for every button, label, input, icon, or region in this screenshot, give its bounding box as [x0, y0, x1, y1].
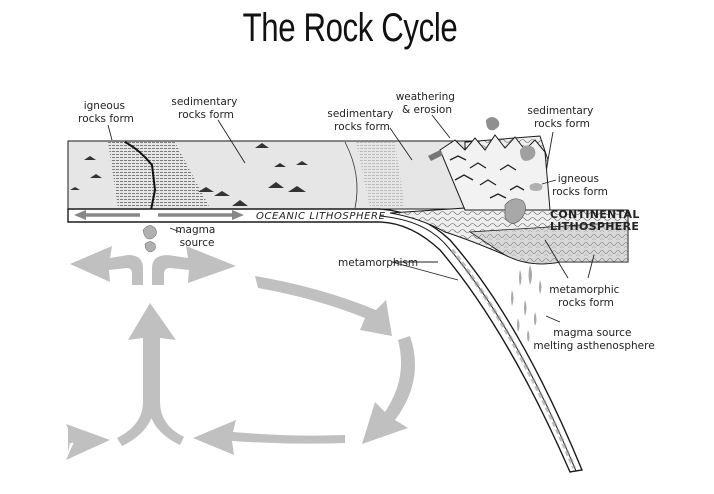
cycle-arrow-up: [128, 303, 176, 405]
label-sedimentary-right: sedimentary rocks form: [527, 105, 596, 130]
cycle-arrows: [66, 246, 415, 460]
labels: igneous rocks form sedimentary rocks for…: [78, 91, 654, 352]
oceanic-sediment-layer: [67, 140, 474, 216]
label-magma-source-left: magma source: [175, 224, 218, 249]
leader-lines: [107, 114, 595, 323]
label-igneous-left: igneous rocks form: [78, 100, 134, 125]
label-igneous-right: igneous rocks form: [552, 173, 608, 198]
cycle-arrow-bottom-split: [117, 400, 155, 446]
magma-source-left: [142, 225, 157, 253]
continental-lithosphere: [389, 117, 629, 265]
label-metamorphism: metamorphism: [338, 257, 418, 269]
label-sedimentary-mid: sedimentary rocks form: [327, 108, 396, 133]
label-continental-lithosphere: CONTINENTAL LITHOSPHERE: [550, 208, 644, 233]
label-oceanic-lithosphere: OCEANIC LITHOSPHERE: [256, 211, 386, 222]
label-metamorphic-rocks: metamorphic rocks form: [549, 284, 623, 309]
label-weathering-erosion: weathering & erosion: [396, 91, 459, 116]
cycle-arrow-curve-down: [362, 336, 415, 444]
oceanic-lithosphere: OCEANIC LITHOSPHERE: [67, 208, 583, 473]
magma-source-right: [511, 265, 542, 342]
label-sedimentary-left: sedimentary rocks form: [171, 96, 240, 121]
page-title: The Rock Cycle: [242, 6, 458, 50]
cycle-arrow-top-split: [70, 246, 143, 285]
cycle-arrow-to-subduction: [255, 276, 392, 336]
label-magma-source-right: magma source melting asthenosphere: [533, 327, 654, 352]
cycle-arrow-return: [193, 420, 345, 455]
